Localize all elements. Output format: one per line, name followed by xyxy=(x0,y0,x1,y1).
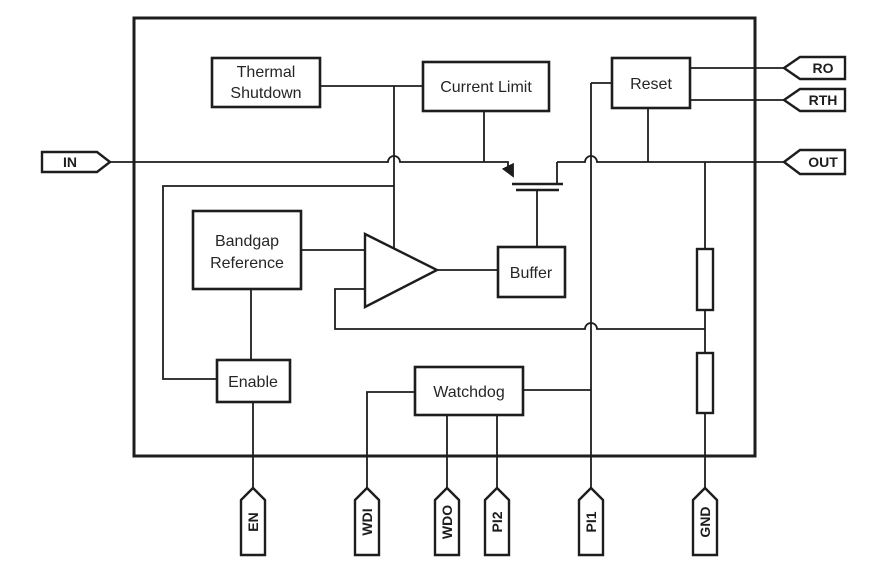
pin-out: OUT xyxy=(782,148,847,176)
thermal-shutdown-box xyxy=(210,56,322,109)
pin-pi2: PI2 xyxy=(483,486,511,557)
watchdog-box xyxy=(413,365,525,417)
pin-wdo: WDO xyxy=(433,486,461,557)
wire-main-rail-left xyxy=(110,155,509,166)
pin-out-flag xyxy=(782,148,847,176)
buffer-label: Buffer xyxy=(510,265,553,282)
bandgap-reference-box xyxy=(191,209,303,291)
pin-pi2-label: PI2 xyxy=(489,511,505,532)
pin-ro: RO xyxy=(781,55,847,81)
wire-main-rail-right xyxy=(556,155,784,184)
pin-en-flag xyxy=(239,486,267,557)
chip-boundary-box xyxy=(132,16,757,458)
pin-rth-flag xyxy=(781,87,847,113)
pin-en-label: EN xyxy=(245,512,261,531)
block-enable: Enable xyxy=(215,358,292,404)
pin-gnd-label: GND xyxy=(697,506,713,537)
pin-in-label: IN xyxy=(63,154,77,170)
pin-wdi: WDI xyxy=(353,486,381,557)
error-amplifier-triangle-icon xyxy=(363,232,440,309)
pin-out-label: OUT xyxy=(808,154,838,170)
block-buffer: Buffer xyxy=(496,245,567,299)
bandgap-label-line1: Bandgap xyxy=(215,233,279,250)
block-current-limit: Current Limit xyxy=(421,60,551,113)
feedback-resistor-bottom-icon xyxy=(695,351,715,415)
pin-wdi-flag xyxy=(353,486,381,557)
pin-wdo-label: WDO xyxy=(439,505,455,539)
pin-en: EN xyxy=(239,486,267,557)
pin-pi1-flag xyxy=(577,486,605,557)
block-reset: Reset xyxy=(610,56,692,110)
block-bandgap-reference: Bandgap Reference xyxy=(191,209,303,291)
current-limit-box xyxy=(421,60,551,113)
pin-rth-label: RTH xyxy=(809,92,838,108)
feedback-resistor-top-icon xyxy=(695,247,715,312)
pin-pi1-label: PI1 xyxy=(583,511,599,532)
thermal-shutdown-label-line2: Shutdown xyxy=(230,85,301,102)
buffer-box xyxy=(496,245,567,299)
wire-branch-to-enable xyxy=(162,185,394,380)
mosfet-source-arrow-icon xyxy=(501,162,514,178)
pin-in: IN xyxy=(40,150,112,174)
thermal-shutdown-label-line1: Thermal xyxy=(237,64,296,81)
enable-box xyxy=(215,358,292,404)
pin-ro-label: RO xyxy=(813,60,834,76)
block-thermal-shutdown: Thermal Shutdown xyxy=(210,56,322,109)
watchdog-label: Watchdog xyxy=(433,384,504,401)
pin-gnd-flag xyxy=(691,486,719,557)
pin-pi1: PI1 xyxy=(577,486,605,557)
pin-wdo-flag xyxy=(433,486,461,557)
enable-label: Enable xyxy=(228,374,278,391)
wire-watchdog-to-wdi xyxy=(366,391,415,488)
pin-wdi-label: WDI xyxy=(359,508,375,535)
current-limit-label: Current Limit xyxy=(440,79,532,96)
mosfet-pass-transistor-icon xyxy=(501,162,563,192)
reset-box xyxy=(610,56,692,110)
pin-in-flag xyxy=(40,150,112,174)
pin-pi2-flag xyxy=(483,486,511,557)
pin-gnd: GND xyxy=(691,486,719,557)
bandgap-label-line2: Reference xyxy=(210,255,284,272)
block-watchdog: Watchdog xyxy=(413,365,525,417)
pin-rth: RTH xyxy=(781,87,847,113)
reset-label: Reset xyxy=(630,76,672,93)
wire-feedback xyxy=(334,288,705,330)
pin-ro-flag xyxy=(781,55,847,81)
